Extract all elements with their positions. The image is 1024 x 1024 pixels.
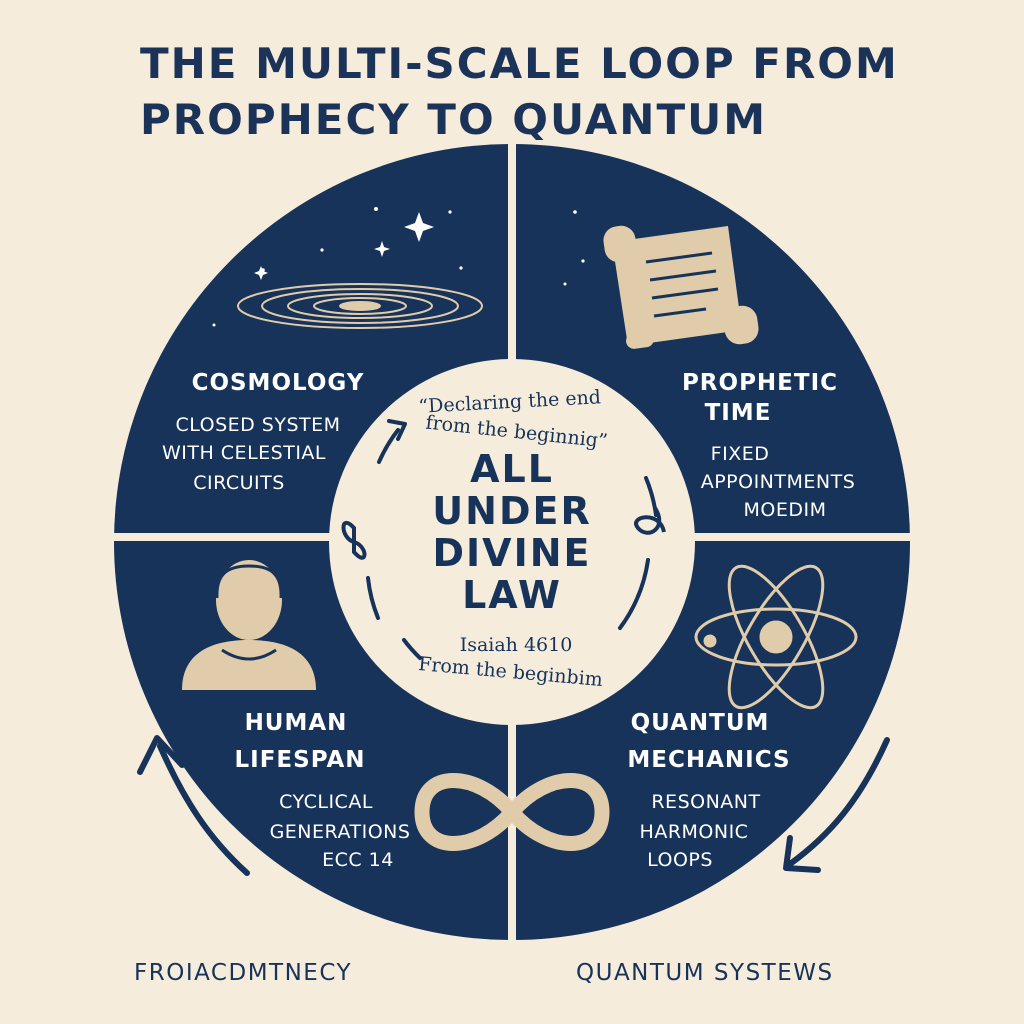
atom-icon <box>694 564 858 710</box>
center-line-2: UNDER <box>432 489 591 533</box>
outer-arrow-left-icon <box>137 735 250 876</box>
prophetic-heading-2: TIME <box>705 400 772 426</box>
cosmology-line-1: CLOSED SYSTEM <box>175 414 340 436</box>
prophetic-line-1: FIXED <box>711 443 770 465</box>
center-circle <box>329 359 695 725</box>
bottom-label-right: QUANTUM SYSTEWS <box>576 960 834 986</box>
stars-icon <box>212 207 585 327</box>
quantum-line-3: LOOPS <box>647 849 713 871</box>
human-heading-2: LIFESPAN <box>235 747 366 773</box>
person-icon <box>182 560 316 690</box>
center-line-1: ALL <box>470 447 554 491</box>
center-line-4: LAW <box>462 573 562 617</box>
bottom-label-left: FROIACDMTNECY <box>134 960 352 986</box>
page-title: THE MULTI-SCALE LOOP FROM PROPHECY TO QU… <box>140 36 1000 148</box>
prophetic-line-3: MOEDIM <box>744 499 827 521</box>
human-line-1: CYCLICAL <box>279 791 373 813</box>
galaxy-icon <box>237 283 483 329</box>
center-line-3: DIVINE <box>433 531 592 575</box>
infinity-icon <box>414 773 610 851</box>
small-infinity-icon <box>341 506 666 560</box>
quantum-line-2: HARMONIC <box>640 821 749 843</box>
scroll-icon <box>603 225 759 349</box>
outer-arrow-right-icon <box>783 737 890 873</box>
human-line-3: ECC 14 <box>322 849 394 871</box>
title-line-1: THE MULTI-SCALE LOOP FROM <box>140 39 899 88</box>
quantum-line-1: RESONANT <box>651 791 760 813</box>
human-line-2: GENERATIONS <box>270 821 411 843</box>
inner-loop-arrows <box>366 419 658 660</box>
cosmology-line-3: CIRCUITS <box>193 472 285 494</box>
verse-reference: Isaiah 4610 <box>460 634 573 656</box>
cosmology-line-2: WITH CELESTIAL <box>162 442 326 464</box>
cosmology-heading: COSMOLOGY <box>192 370 365 396</box>
human-heading-1: HUMAN <box>245 710 348 736</box>
title-line-2: PROPHECY TO QUANTUM <box>140 95 768 144</box>
quantum-heading-1: QUANTUM <box>631 710 770 736</box>
quantum-heading-2: MECHANICS <box>627 747 790 773</box>
prophetic-line-2: APPOINTMENTS <box>701 471 856 493</box>
prophetic-heading-1: PROPHETIC <box>682 370 838 396</box>
